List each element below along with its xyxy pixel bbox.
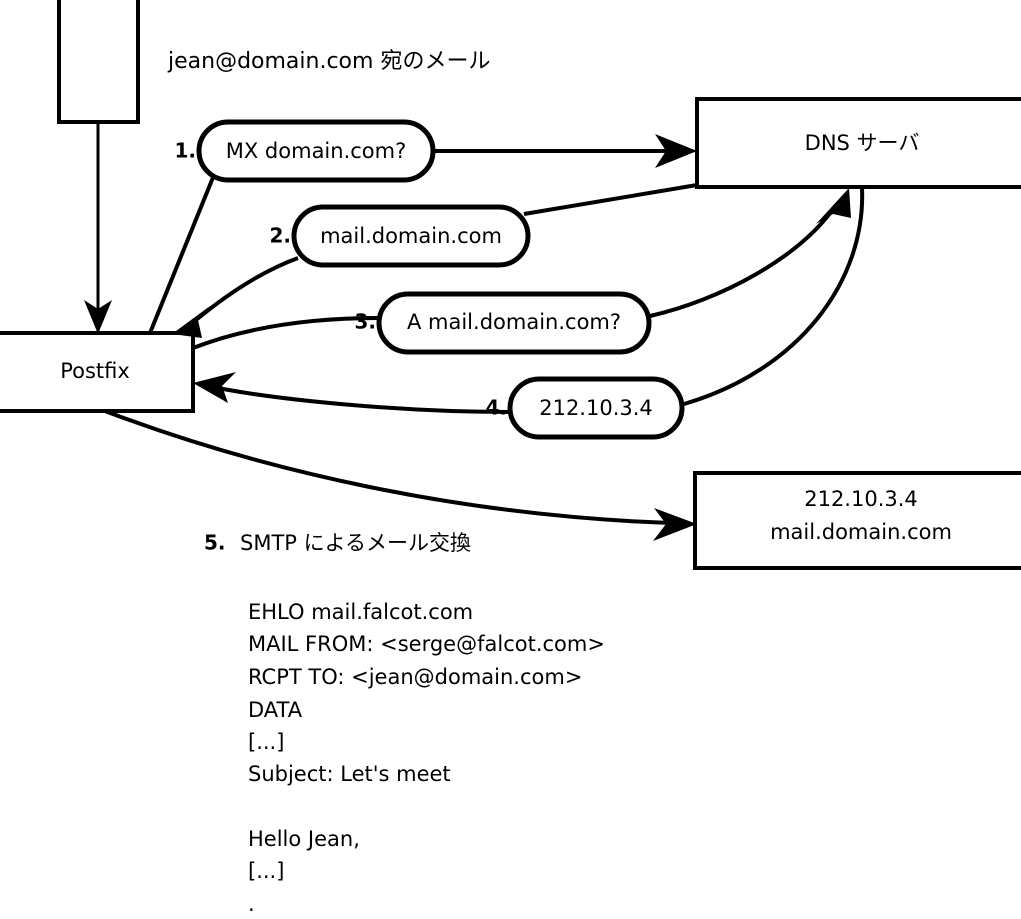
step-bubble-1-shape <box>196 119 436 183</box>
edge-step2-lower-segment <box>194 256 299 322</box>
transcript-line-6: Subject: Let's meet <box>248 762 451 786</box>
dns-server-box-shape <box>695 97 1021 189</box>
source-box-shape <box>57 0 140 124</box>
step-bubble-4-shape <box>507 376 685 440</box>
step-bubble-4: 4. 212.10.3.4 <box>485 376 685 440</box>
step-3-number: 3. <box>354 310 376 334</box>
source-box-node <box>57 0 140 124</box>
step-5-number: 5. <box>204 531 226 555</box>
step-4-number: 4. <box>485 396 507 420</box>
edge-step4-lower-segment <box>217 386 511 414</box>
edge-step1-postfix-to-dns <box>148 134 697 334</box>
step-4-label: 212.10.3.4 <box>539 396 653 420</box>
dns-server-node: DNS サーバ <box>695 97 1021 189</box>
edge-step3-upper-segment <box>649 203 838 318</box>
transcript-line-5: [...] <box>248 730 284 754</box>
edge-step3-postfix-to-dns <box>192 188 851 350</box>
smtp-transcript: EHLO mail.falcot.com MAIL FROM: <serge@f… <box>248 600 605 916</box>
step-bubble-3: 3. A mail.domain.com? <box>354 291 652 355</box>
step-bubble-3-shape <box>376 291 652 355</box>
step-bubble-1: 1. MX domain.com? <box>174 119 436 183</box>
step-5-label: SMTP によるメール交換 <box>240 531 471 555</box>
edge-step5-postfix-to-mailserver <box>104 409 697 541</box>
edge-step4-upper-segment <box>683 187 865 406</box>
edge-step1-arrowhead <box>655 134 697 168</box>
step-5-caption: 5. SMTP によるメール交換 <box>204 531 471 556</box>
mail-server-node: 212.10.3.4 mail.domain.com <box>693 471 1021 570</box>
mail-server-hostname: mail.domain.com <box>770 520 952 544</box>
edge-step2-dns-to-postfix <box>172 183 698 338</box>
edge-step4-dns-to-postfix <box>193 187 865 414</box>
edge-step2-upper-segment <box>523 183 698 216</box>
postfix-node: Postfix <box>0 331 195 413</box>
edge-step5-line <box>104 409 673 525</box>
postfix-label: Postfix <box>60 359 130 383</box>
transcript-line-2: MAIL FROM: <serge@falcot.com> <box>248 632 605 656</box>
transcript-line-9: [...] <box>248 859 284 883</box>
diagram-title: jean@domain.com 宛のメール <box>167 49 490 74</box>
step-2-label: mail.domain.com <box>320 224 502 248</box>
postfix-box-shape <box>0 331 195 413</box>
step-bubble-2: 2. mail.domain.com <box>269 204 531 268</box>
edge-step5-arrowhead <box>653 508 697 541</box>
edge-source-to-postfix <box>84 122 112 334</box>
edge-step2-arrowhead <box>172 306 210 338</box>
step-3-label: A mail.domain.com? <box>407 310 621 334</box>
step-1-number: 1. <box>174 139 196 163</box>
transcript-line-3: RCPT TO: <jean@domain.com> <box>248 665 582 689</box>
step-bubble-2-shape <box>291 204 531 268</box>
edge-step4-arrowhead <box>193 372 236 403</box>
transcript-line-4: DATA <box>248 698 303 722</box>
dns-server-label: DNS サーバ <box>805 131 920 155</box>
edge-step1-lower-segment <box>148 169 218 334</box>
edge-source-to-postfix-arrowhead <box>84 300 112 334</box>
step-1-label: MX domain.com? <box>226 139 407 163</box>
edge-step3-arrowhead <box>816 188 851 224</box>
edge-step3-lower-segment <box>192 316 379 350</box>
transcript-line-8: Hello Jean, <box>248 827 360 851</box>
transcript-line-10: . <box>248 892 255 916</box>
step-2-number: 2. <box>269 224 291 248</box>
transcript-line-1: EHLO mail.falcot.com <box>248 600 473 624</box>
mail-server-ip: 212.10.3.4 <box>804 487 918 511</box>
mail-server-box-shape <box>693 471 1021 570</box>
